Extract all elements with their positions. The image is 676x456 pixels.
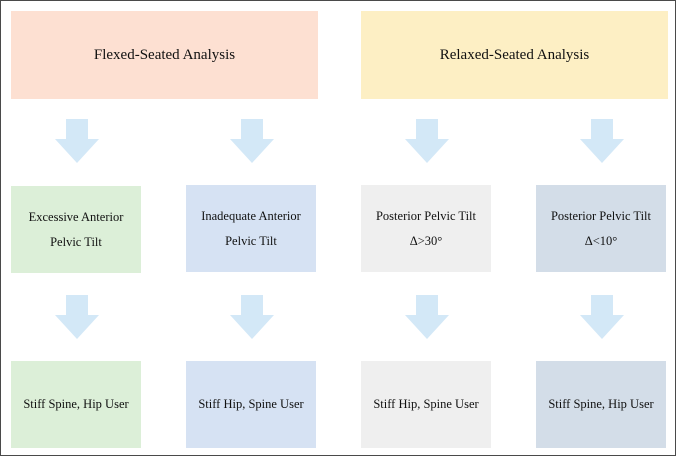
tilt-label-line1: Posterior Pelvic Tilt [550,208,652,223]
outcome-label: Stiff Hip, Spine User [198,397,304,411]
tilt-label-line2: Δ<10° [584,233,618,248]
tilt-label-line2: Pelvic Tilt [225,233,277,248]
down-arrow-icon [580,119,624,163]
inadequate-anterior-tilt-box: Inadequate Anterior Pelvic Tilt [186,185,316,272]
down-arrow-icon [405,119,449,163]
outcome-stiff-spine-hip-user: Stiff Spine, Hip User [11,361,141,448]
down-arrow-icon [55,119,99,163]
outcome-stiff-spine-hip-user: Stiff Spine, Hip User [536,361,666,448]
flexed-seated-label: Flexed-Seated Analysis [93,46,236,63]
flexed-seated-header: Flexed-Seated Analysis [11,11,318,99]
down-arrow-icon [230,119,274,163]
tilt-label-line2: Pelvic Tilt [50,234,102,249]
posterior-tilt-under-10-box: Posterior Pelvic Tilt Δ<10° [536,185,666,272]
outcome-stiff-hip-spine-user: Stiff Hip, Spine User [186,361,316,448]
excessive-anterior-tilt-box: Excessive Anterior Pelvic Tilt [11,186,141,273]
outcome-stiff-hip-spine-user: Stiff Hip, Spine User [361,361,491,448]
posterior-tilt-over-30-box: Posterior Pelvic Tilt Δ>30° [361,185,491,272]
down-arrow-icon [405,295,449,339]
tilt-label-line2: Δ>30° [409,233,443,248]
relaxed-seated-label: Relaxed-Seated Analysis [439,46,590,63]
outcome-label: Stiff Hip, Spine User [373,397,479,411]
down-arrow-icon [580,295,624,339]
down-arrow-icon [230,295,274,339]
outcome-label: Stiff Spine, Hip User [23,397,129,411]
relaxed-seated-header: Relaxed-Seated Analysis [361,11,668,99]
tilt-label-line1: Inadequate Anterior [201,208,301,223]
tilt-label-line1: Excessive Anterior [28,209,124,224]
outcome-label: Stiff Spine, Hip User [548,397,654,411]
tilt-label-line1: Posterior Pelvic Tilt [375,208,477,223]
down-arrow-icon [55,295,99,339]
